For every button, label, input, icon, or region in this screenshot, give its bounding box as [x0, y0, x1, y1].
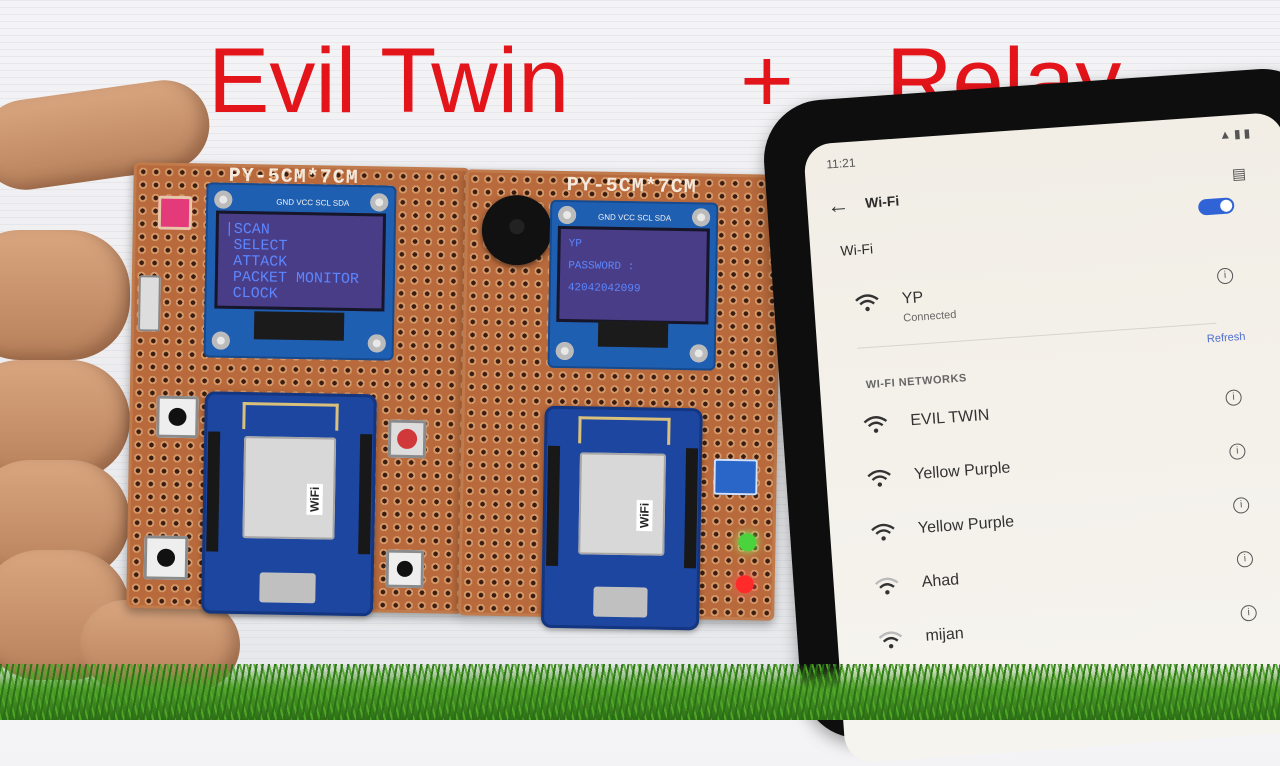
oled-screen: |SCAN SELECT ATTACK PACKET MONITOR CLOCK — [214, 210, 387, 312]
info-icon[interactable]: i — [1240, 604, 1258, 622]
red-button — [387, 419, 427, 459]
oled-display-left: GND VCC SCL SDA |SCAN SELECT ATTACK PACK… — [203, 182, 397, 361]
grass-strip — [0, 664, 1280, 720]
network-ssid: Yellow Purple — [917, 513, 1015, 537]
status-icons: ▲▮▮ — [1218, 125, 1254, 143]
refresh-link[interactable]: Refresh — [1206, 330, 1246, 346]
title-evil-twin: Evil Twin — [208, 30, 570, 132]
network-item[interactable]: EVIL TWIN i — [862, 383, 1244, 449]
oled-display-right: GND VCC SCL SDA YP PASSWORD : 4204204209… — [547, 199, 719, 371]
push-button — [385, 549, 425, 589]
wifi-signal-icon — [878, 631, 903, 649]
network-item[interactable]: Yellow Purple i — [865, 437, 1247, 503]
phone-screen: 11:21 ▲▮▮ ← Wi-Fi ▤ Wi-Fi YP Connected i… — [802, 111, 1280, 764]
buzzer — [481, 194, 553, 266]
red-led — [735, 575, 754, 594]
network-item[interactable]: Yellow Purple i — [869, 491, 1251, 557]
oled-pin-labels: GND VCC SCL SDA — [276, 197, 350, 208]
network-ssid: Ahad — [921, 571, 960, 591]
esp8266-module-right: WiFi — [540, 405, 703, 631]
push-button — [143, 535, 189, 581]
oled-line: 42042042099 — [567, 282, 641, 296]
wifi-signal-icon — [855, 294, 879, 312]
oled-pin-labels: GND VCC SCL SDA — [598, 212, 672, 223]
network-item[interactable]: Ahad i — [873, 545, 1255, 611]
relay-module — [713, 458, 758, 496]
network-item[interactable]: mijan i — [877, 599, 1259, 665]
pcb-label: PY-5CM*7CM — [566, 174, 697, 200]
wifi-logo: WiFi — [636, 499, 653, 532]
page-title: Wi-Fi — [864, 192, 900, 211]
slide-switch — [137, 275, 161, 332]
info-icon[interactable]: i — [1228, 443, 1246, 461]
wifi-signal-icon — [871, 523, 895, 541]
push-button — [156, 395, 199, 439]
oled-screen: YP PASSWORD : 42042042099 — [556, 225, 710, 325]
pcb-board-left: PY-5CM*7CM GND VCC SCL SDA |SCAN SELECT … — [126, 162, 470, 617]
oled-line: CLOCK — [223, 284, 278, 303]
smartphone: 11:21 ▲▮▮ ← Wi-Fi ▤ Wi-Fi YP Connected i… — [760, 64, 1280, 764]
connected-network[interactable]: YP Connected i — [853, 261, 1235, 327]
oled-line: YP — [568, 238, 582, 251]
wifi-toggle[interactable] — [1197, 197, 1235, 216]
info-icon[interactable]: i — [1216, 267, 1234, 285]
esp8266-module-left: WiFi — [201, 391, 377, 617]
network-ssid: YP — [901, 289, 924, 308]
wifi-logo: WiFi — [306, 483, 323, 516]
hand — [0, 74, 260, 690]
wifi-signal-icon — [874, 577, 899, 595]
section-header: WI-FI NETWORKS — [865, 372, 968, 392]
info-icon[interactable]: i — [1232, 496, 1250, 514]
status-time: 11:21 — [825, 155, 856, 172]
wifi-signal-icon — [863, 416, 888, 433]
oled-line: PASSWORD : — [568, 260, 635, 274]
network-ssid: mijan — [924, 625, 965, 645]
wifi-signal-icon — [867, 469, 891, 487]
pink-led-button — [157, 195, 193, 231]
info-icon[interactable]: i — [1236, 550, 1254, 568]
network-ssid: Yellow Purple — [913, 459, 1011, 484]
green-led — [738, 533, 757, 552]
back-arrow-icon[interactable]: ← — [826, 192, 851, 219]
wifi-toggle-label: Wi-Fi — [839, 240, 874, 259]
scan-icon[interactable]: ▤ — [1231, 165, 1247, 184]
pcb-board-right: PY-5CM*7CM GND VCC SCL SDA YP PASSWORD :… — [458, 169, 782, 631]
info-icon[interactable]: i — [1225, 389, 1243, 407]
network-status: Connected — [902, 308, 957, 325]
network-ssid: EVIL TWIN — [909, 406, 990, 430]
